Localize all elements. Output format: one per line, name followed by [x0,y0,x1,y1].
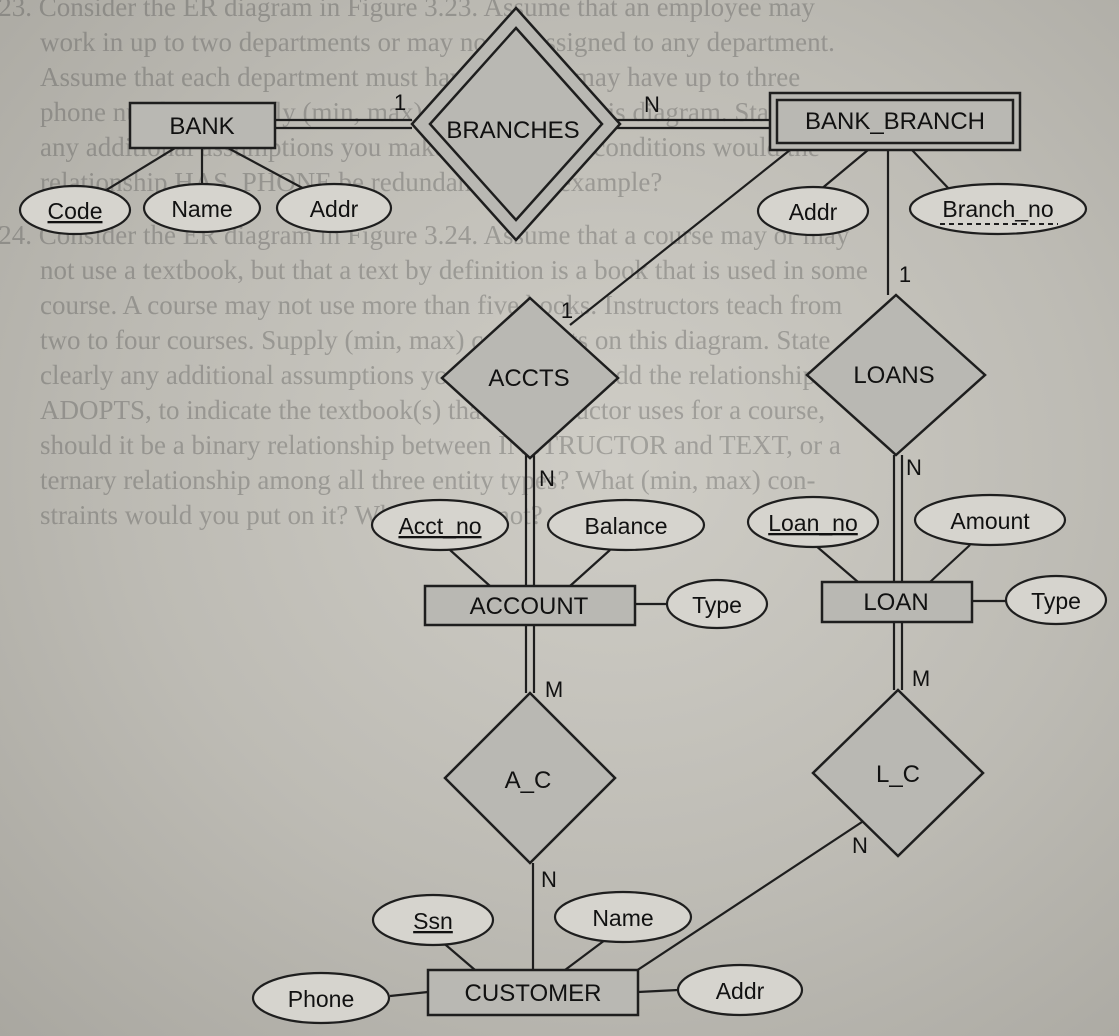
svg-text:Name: Name [171,196,232,222]
svg-text:Addr: Addr [716,978,765,1004]
cardinality-loan-lc: M [912,666,930,691]
attr-ssn: Ssn [371,893,495,947]
svg-text:Name: Name [592,905,653,931]
cardinality-branches-branch: N [644,92,660,117]
edge-bank-addr [227,147,311,193]
edge-branch-accts [569,149,791,326]
svg-text:Balance: Balance [584,513,667,539]
entity-bank: BANK [128,101,277,150]
entity-customer-label: CUSTOMER [465,980,602,1007]
edge-customer-addr [637,988,679,994]
svg-text:Acct_no: Acct_no [398,513,481,539]
entity-account: ACCOUNT [423,584,637,627]
bg-text-line: Assume that each department must have on… [40,62,801,92]
attr-acct-no: Acct_no [370,498,510,552]
entity-bank-branch: BANK_BRANCH [768,91,1022,152]
svg-text:Code: Code [48,198,103,224]
edge-loan-amount [929,544,971,583]
svg-text:Addr: Addr [310,196,359,222]
attr-loan-no: Loan_no [746,495,880,549]
relationship-branches: BRANCHES [410,6,622,242]
cardinality-lc-customer: N [852,833,868,858]
edge-account-acctno [449,549,491,587]
svg-text:Addr: Addr [789,199,838,225]
edge-loan-loanno [814,544,859,583]
bg-text-line: clearly any additional assumptions you m… [40,360,817,390]
bg-text-line: 3.24. Consider the ER diagram in Figure … [0,220,850,250]
bg-text-line: ternary relationship among all three ent… [40,465,816,495]
cardinality-branch-accts: 1 [561,298,573,323]
cardinality-ac-customer: N [541,867,557,892]
attr-balance: Balance [546,498,706,552]
entity-bank-branch-label: BANK_BRANCH [805,108,985,135]
svg-text:Loan_no: Loan_no [768,510,858,536]
entity-loan: LOAN [820,580,974,624]
entity-loan-label: LOAN [863,589,928,616]
edge-account-balance [569,549,611,587]
edges [89,118,1008,998]
edge-lc-customer [629,819,866,976]
bg-text-line: 3.23. Consider the ER diagram in Figure … [0,0,815,22]
relationship-loans: LOANS [805,293,987,457]
relationship-loans-label: LOANS [853,362,934,389]
svg-text:Type: Type [1031,588,1081,614]
svg-text:Type: Type [692,592,742,618]
attr-branch-no: Branch_no [908,182,1088,236]
relationship-l-c-label: L_C [876,761,920,788]
attr-amount: Amount [913,493,1067,547]
attr-bank-name: Name [142,182,262,234]
cardinality-bank-branches: 1 [394,90,406,115]
edge-branch-no [911,149,951,191]
attr-account-type: Type [665,578,769,630]
relationship-branches-label: BRANCHES [446,117,579,144]
svg-text:Phone: Phone [288,986,355,1012]
svg-text:Ssn: Ssn [413,908,453,934]
edge-customer-name [564,939,606,971]
attr-branch-addr: Addr [756,185,870,237]
cardinality-accts-account: N [539,466,555,491]
attr-loan-type: Type [1004,574,1108,626]
bg-text-line: two to four courses. Supply (min, max) c… [40,325,831,355]
relationship-accts-label: ACCTS [488,365,569,392]
entity-customer: CUSTOMER [426,968,640,1017]
attr-phone: Phone [251,971,391,1025]
relationship-a-c: A_C [443,691,617,865]
cardinality-labels: 1 N 1 1 N N M M N N [394,90,930,892]
bg-text-line: work in up to two departments or may not… [40,27,835,57]
edge-customer-phone [389,990,429,998]
relationship-l-c: L_C [811,688,985,858]
cardinality-branch-loans: 1 [899,262,911,287]
attr-bank-code: Code [18,184,132,236]
svg-text:Amount: Amount [950,508,1030,534]
relationship-accts: ACCTS [440,296,620,460]
cardinality-loans-loan: N [906,455,922,480]
cardinality-account-ac: M [545,677,563,702]
bg-text-line: ADOPTS, to indicate the textbook(s) that… [40,395,826,425]
bg-text-line: should it be a binary relationship betwe… [40,430,841,460]
attr-customer-name: Name [553,890,693,944]
relationship-a-c-label: A_C [505,767,552,794]
bg-text-line: not use a textbook, but that a text by d… [40,255,868,285]
attr-bank-addr: Addr [275,182,393,234]
edge-branch-addr [819,149,869,191]
bg-text-line: course. A course may not use more than f… [40,290,843,320]
entity-account-label: ACCOUNT [470,593,589,620]
svg-text:Branch_no: Branch_no [942,196,1053,222]
entity-bank-label: BANK [169,113,234,140]
attr-customer-addr: Addr [676,963,804,1017]
